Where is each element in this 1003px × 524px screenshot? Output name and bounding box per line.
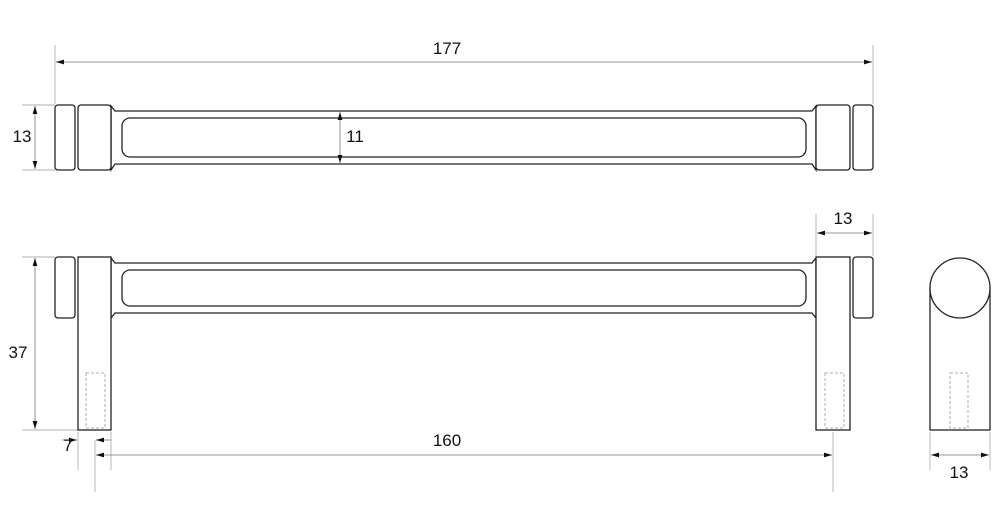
front-view: 13 37 7 160 bbox=[9, 209, 874, 492]
end-cap-right bbox=[852, 104, 874, 171]
end-view-thread-hole bbox=[949, 372, 969, 429]
dimension-label-13-height: 13 bbox=[13, 127, 32, 146]
thread-hole-right bbox=[824, 372, 845, 429]
bar-recess bbox=[121, 117, 807, 158]
dimension-label-177: 177 bbox=[433, 39, 461, 58]
ring-left bbox=[77, 104, 112, 171]
dimension-label-160: 160 bbox=[433, 431, 461, 450]
end-cap-left bbox=[54, 104, 76, 171]
thread-hole-left bbox=[85, 372, 106, 429]
end-cap-left bbox=[54, 256, 76, 319]
leg-right bbox=[815, 256, 851, 431]
top-view: 177 13 11 bbox=[13, 39, 874, 173]
end-view: 13 bbox=[929, 257, 991, 482]
bar-recess bbox=[121, 269, 807, 307]
end-view-cap bbox=[929, 257, 991, 319]
ring-right bbox=[815, 104, 851, 171]
dimension-label-13-leg: 13 bbox=[834, 209, 853, 228]
dimension-label-11: 11 bbox=[346, 127, 364, 146]
dimension-label-37: 37 bbox=[9, 343, 28, 362]
dimension-label-7: 7 bbox=[63, 436, 72, 455]
end-cap-right bbox=[852, 256, 874, 319]
leg-left bbox=[77, 256, 112, 431]
dimension-label-13-end: 13 bbox=[950, 463, 969, 482]
